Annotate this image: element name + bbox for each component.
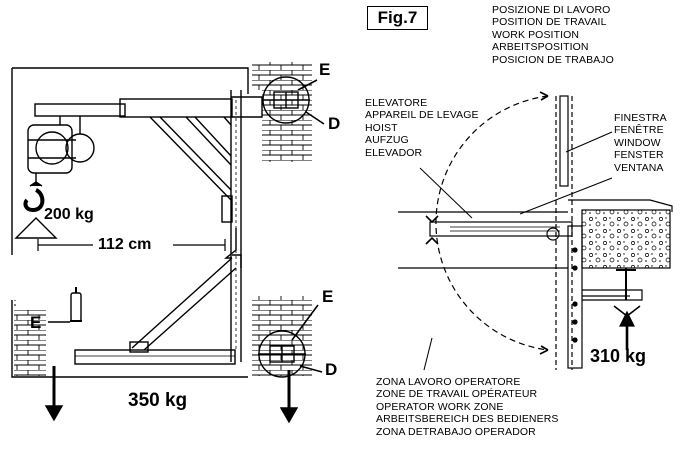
brick-wall-left <box>14 300 46 376</box>
hoist-en: HOIST <box>365 121 398 134</box>
hoist-label: ELEVATORE APPAREIL DE LEVAGE HOIST AUFZU… <box>365 97 479 159</box>
work-position-fr: POSITION DE TRAVAIL <box>492 16 607 29</box>
lower-strut <box>131 257 237 351</box>
bracket-bolt <box>70 292 82 322</box>
marker-e-bottom: E <box>322 287 334 306</box>
operator-zone-it: ZONA LAVORO OPERATORE <box>376 376 521 388</box>
leader-hoist <box>419 167 473 219</box>
work-position-de: ARBEITSPOSITION <box>492 41 589 54</box>
work-position-label: POSIZIONE DI LAVORO POSITION DE TRAVAIL … <box>492 4 614 66</box>
operator-zone-en: OPERATOR WORK ZONE <box>376 400 504 413</box>
pointer-e-top <box>297 79 318 91</box>
concrete-slab <box>581 209 671 269</box>
hoist-es: ELEVADOR <box>365 146 423 159</box>
marker-d-bottom: D <box>325 360 338 379</box>
base-frame <box>74 349 236 365</box>
pointer-e-bottom <box>291 304 319 341</box>
floor-slab <box>398 211 568 269</box>
hoist-it: ELEVATORE <box>365 97 428 109</box>
frame-outline <box>11 67 249 378</box>
clamp-load-label: 310 kg <box>590 346 647 366</box>
work-position-it: POSIZIONE DI LAVORO <box>492 4 611 16</box>
marker-e-bracket: E <box>30 313 42 332</box>
hoist-motor <box>27 124 73 174</box>
figure-label: Fig.7 <box>367 6 428 30</box>
vertical-mast <box>230 90 242 362</box>
marker-d-top: D <box>328 114 341 133</box>
window-fr: FENÊTRE <box>614 124 664 137</box>
rotation-arc <box>435 95 549 351</box>
window-de: FENSTER <box>614 149 664 162</box>
hoist-de: AUFZUG <box>365 134 409 147</box>
reach-label: 112 cm <box>98 236 152 253</box>
load-capacity-label: 200 kg <box>44 206 94 223</box>
operator-zone-fr: ZONE DE TRAVAIL OPÉRATEUR <box>376 388 538 401</box>
work-position-es: POSICION DE TRABAJO <box>492 53 614 66</box>
crane-arm <box>119 98 233 118</box>
leader-window-2 <box>519 177 613 215</box>
window-it: FINESTRA <box>614 112 667 124</box>
operator-zone-es: ZONA DETRABAJO OPERADOR <box>376 425 536 438</box>
operator-zone-de: ARBEITSBEREICH DES BEDIENERS <box>376 413 559 426</box>
leader-operator <box>423 337 433 371</box>
hoist-arm <box>429 221 573 237</box>
reaction-load-label: 350 kg <box>128 390 188 411</box>
window-es: VENTANA <box>614 161 664 174</box>
left-installation-drawing <box>11 62 325 424</box>
clamp-plate <box>567 225 583 369</box>
pointer-d-top <box>305 111 325 125</box>
leader-window <box>565 131 613 153</box>
marker-e-top: E <box>319 60 331 79</box>
pointer-d-bottom <box>299 365 323 373</box>
load-triangle <box>14 217 58 239</box>
hoist-fr: APPAREIL DE LEVAGE <box>365 109 479 122</box>
window-en: WINDOW <box>614 136 661 149</box>
operator-zone-label: ZONA LAVORO OPERATORE ZONE DE TRAVAIL OP… <box>376 376 559 438</box>
work-position-en: WORK POSITION <box>492 28 580 41</box>
window-label: FINESTRA FENÊTRE WINDOW FENSTER VENTANA <box>614 112 667 174</box>
right-installation-drawing <box>398 91 673 371</box>
